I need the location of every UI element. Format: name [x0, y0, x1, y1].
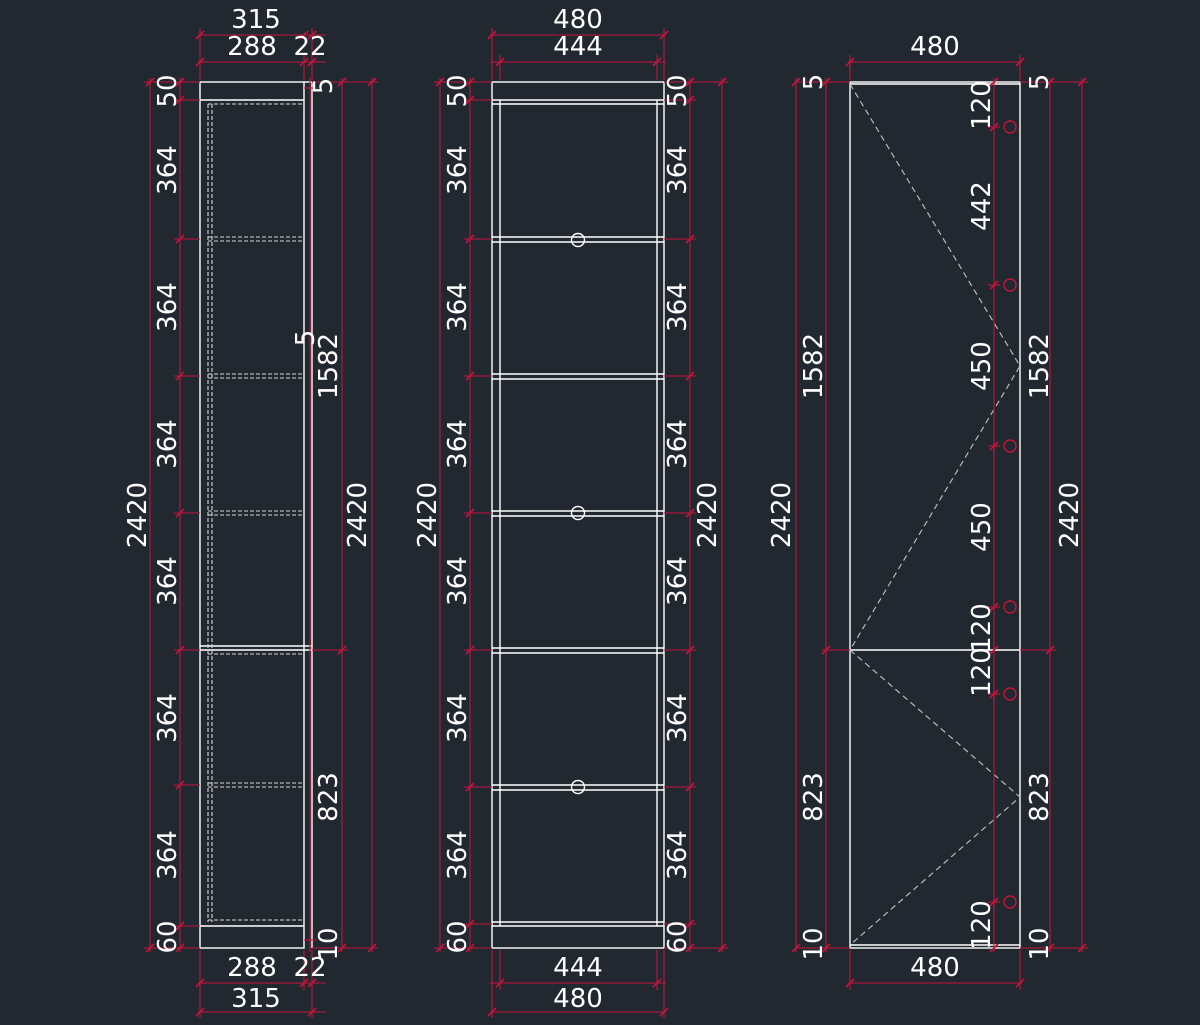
- side-mid-gap-label: 5: [291, 330, 321, 347]
- rear-lower-door-swing: [849, 649, 1021, 946]
- rear-section-bottom-left: 823: [799, 772, 829, 822]
- front-left-shelf-2: 364: [443, 282, 473, 332]
- rear-height-total-right: 2420: [1055, 482, 1085, 548]
- rear-view-body: [849, 81, 1021, 949]
- front-right-shelf-6: 364: [663, 830, 693, 880]
- hinge-icon: [1003, 687, 1017, 701]
- side-dim-ticks: [145, 30, 377, 1017]
- front-height-total-left: 2420: [413, 482, 443, 548]
- front-right-shelf-1: 364: [663, 145, 693, 195]
- rear-hinge-spacing-7: 823: [1025, 772, 1055, 822]
- side-section-bottom-label: 823: [314, 772, 344, 822]
- front-shelf-knob-1: [570, 232, 586, 248]
- side-dim-labels: 315 288 22 288 22 315 50 364 364 364 364…: [123, 5, 373, 1014]
- front-left-shelf-3: 364: [443, 419, 473, 469]
- rear-hinge-spacing-5: 120: [967, 603, 997, 653]
- side-bottom-rail-label: 60: [153, 920, 183, 953]
- front-view: 480 444 444 480 50 364 364 364 364 364 3…: [413, 5, 728, 1018]
- front-left-shelf-4: 364: [443, 556, 473, 606]
- side-top-gap-label: 5: [309, 78, 339, 95]
- front-dim-labels: 480 444 444 480 50 364 364 364 364 364 3…: [413, 5, 723, 1014]
- side-section-top-label: 1582: [314, 333, 344, 399]
- front-right-shelf-3: 364: [663, 419, 693, 469]
- hinge-icon: [1003, 439, 1017, 453]
- front-shelf-knob-2: [570, 505, 586, 521]
- front-width-total-bottom: 480: [553, 984, 603, 1014]
- rear-width-bottom: 480: [910, 953, 960, 983]
- rear-dimensions: [795, 55, 1088, 990]
- rear-hinge-spacing-8: 120: [967, 900, 997, 950]
- side-top-rail-label: 50: [153, 74, 183, 107]
- front-left-top-rail: 50: [443, 74, 473, 107]
- rear-top-gap-left: 5: [799, 74, 829, 91]
- rear-section-top-left: 1582: [799, 333, 829, 399]
- front-right-bottom-rail: 60: [663, 920, 693, 953]
- front-left-shelf-5: 364: [443, 693, 473, 743]
- front-height-total-right: 2420: [693, 482, 723, 548]
- side-width-total-top: 315: [231, 5, 281, 35]
- side-view-body: [199, 81, 313, 949]
- side-hidden-lines: [207, 103, 304, 922]
- rear-hinge-spacing-4: 450: [967, 502, 997, 552]
- rear-top-gap-right: 5: [1025, 74, 1055, 91]
- front-right-shelf-5: 364: [663, 693, 693, 743]
- rear-hinge-spacing-2: 442: [967, 181, 997, 231]
- hinge-icon: [1003, 120, 1017, 134]
- front-right-shelf-2: 364: [663, 282, 693, 332]
- side-shelf-label-2: 364: [153, 282, 183, 332]
- side-shelf-label-3: 364: [153, 419, 183, 469]
- hinge-icon: [1003, 895, 1017, 909]
- hinge-icon: [1003, 278, 1017, 292]
- side-width-back-bottom: 22: [293, 953, 326, 983]
- rear-bottom-gap-left: 10: [799, 927, 829, 960]
- rear-hinge-spacing-6: 120: [967, 647, 997, 697]
- front-right-top-rail: 50: [663, 74, 693, 107]
- side-width-inner-bottom: 288: [227, 953, 277, 983]
- front-left-shelf-6: 364: [443, 830, 473, 880]
- side-shelf-label-6: 364: [153, 830, 183, 880]
- front-width-inner-top: 444: [553, 32, 603, 62]
- front-left-bottom-rail: 60: [443, 920, 473, 953]
- rear-height-total-left: 2420: [767, 482, 797, 548]
- side-bottom-gap-label: 10: [314, 927, 344, 960]
- side-width-inner-top: 288: [227, 32, 277, 62]
- rear-dim-ticks: [791, 57, 1087, 988]
- front-right-shelf-4: 364: [663, 556, 693, 606]
- side-dimensions: [144, 28, 378, 1018]
- rear-door-outline: [849, 81, 1021, 949]
- front-view-body: [491, 81, 665, 949]
- rear-hinges: [1003, 120, 1017, 909]
- side-view: 315 288 22 288 22 315 50 364 364 364 364…: [123, 5, 378, 1018]
- side-width-total-bottom: 315: [231, 984, 281, 1014]
- side-shelf-label-4: 364: [153, 556, 183, 606]
- rear-section-top-right: 1582: [1025, 333, 1055, 399]
- side-shelf-label-5: 364: [153, 693, 183, 743]
- rear-hinge-spacing-1: 120: [967, 80, 997, 130]
- front-width-inner-bottom: 444: [553, 953, 603, 983]
- rear-hinge-spacing-3: 450: [967, 341, 997, 391]
- side-shelf-label-1: 364: [153, 145, 183, 195]
- front-carcass-outline: [491, 81, 665, 949]
- front-left-shelf-1: 364: [443, 145, 473, 195]
- side-height-total-left: 2420: [123, 482, 153, 548]
- front-dimensions: [434, 28, 728, 1018]
- rear-view: 480 480 5 1582 823 10 2420 120 442 450 4…: [767, 32, 1088, 990]
- rear-width-top: 480: [910, 32, 960, 62]
- front-dim-ticks: [435, 30, 727, 1017]
- rear-bottom-gap-right: 10: [1025, 927, 1055, 960]
- rear-opening-lines: [849, 83, 1021, 946]
- hinge-icon: [1003, 600, 1017, 614]
- side-carcass-outline: [199, 81, 305, 949]
- side-width-back-top: 22: [293, 32, 326, 62]
- front-shelf-knob-3: [570, 779, 586, 795]
- rear-dim-labels: 480 480 5 1582 823 10 2420 120 442 450 4…: [767, 32, 1085, 983]
- side-height-total-right: 2420: [343, 482, 373, 548]
- front-width-total-top: 480: [553, 5, 603, 35]
